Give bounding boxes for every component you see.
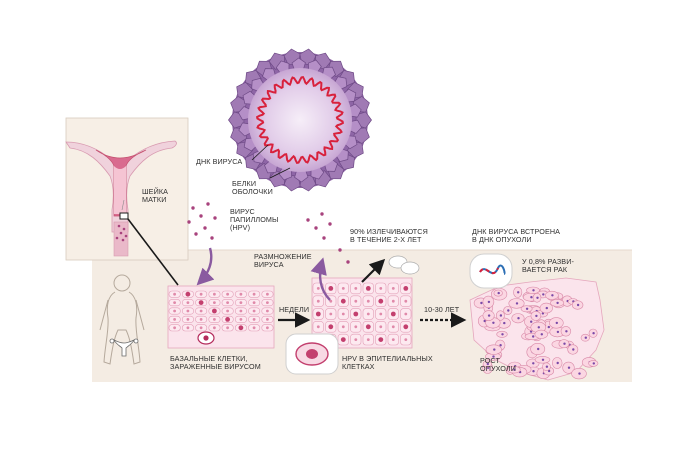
tissue-block-epithelial [311,277,413,349]
cervix-virus-dots [115,224,128,242]
cervix-leader [127,218,179,286]
years-label: 10-30 ЛЕТ [424,305,460,314]
replication-label: РАЗМНОЖЕНИЕ ВИРУСА [254,252,312,270]
tumor-growth-label: РОСТ ОПУХОЛИ [480,356,516,374]
basal-cells-label: БАЗАЛЬНЫЕ КЛЕТКИ, ЗАРАЖЕННЫЕ ВИРУСОМ [170,354,261,372]
epithelial-label: HPV В ЭПИТЕЛИАЛЬНЫХ КЛЕТКАХ [342,354,433,372]
free-virus-dots [187,202,217,240]
clearance-label: 90% ИЗЛЕЧИВАЮТСЯ В ТЕЧЕНИЕ 2-Х ЛЕТ [350,227,428,245]
cell-icon [285,333,339,375]
hpv-virus-label: ВИРУС ПАПИЛЛОМЫ (HPV) [230,207,279,233]
replication-arrow [310,257,331,301]
tumor-block [469,277,605,381]
virus-icon [228,48,372,192]
cancer-rate-label: У 0,8% РАЗВИ- ВАЕТСЯ РАК [522,257,574,275]
clearance-arrow [361,258,386,283]
cervix-label: ШЕЙКА МАТКИ [142,187,169,205]
woman-silhouette-icon [99,274,145,365]
uterus-icon [65,140,177,257]
released-virus-dots [306,212,350,264]
cervix-marker [119,212,129,220]
integration-label: ДНК ВИРУСА ВСТРОЕНА В ДНК ОПУХОЛИ [472,227,561,245]
small-uterus-icon [109,338,139,357]
virus-dna-label: ДНК ВИРУСА [196,157,243,166]
cleared-cells [388,255,420,275]
weeks-label: НЕДЕЛИ [279,305,310,314]
integration-icon [469,253,513,289]
infection-arrow [196,247,215,286]
capsid-proteins-label: БЕЛКИ ОБОЛОЧКИ [232,179,273,197]
tissue-block-basal [167,285,275,349]
